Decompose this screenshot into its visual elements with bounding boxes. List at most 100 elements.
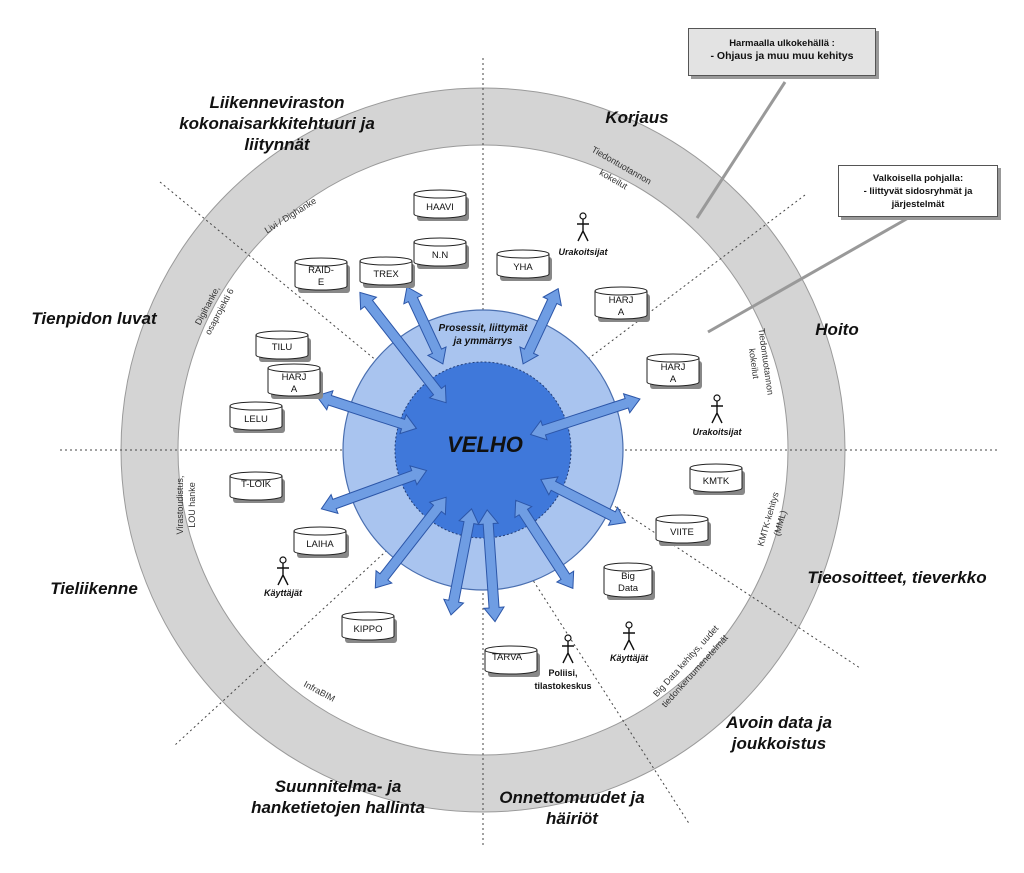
double-arrow-icon xyxy=(519,287,562,365)
system-haavi-label: HAAVI xyxy=(426,202,454,213)
system-trex[interactable]: TREX xyxy=(359,256,415,288)
database-icon xyxy=(655,514,711,546)
system-viite-label: VIITE xyxy=(670,527,694,538)
callout-white-line2: - liittyvät sidosryhmät ja xyxy=(863,186,973,197)
actor-urakoitsijat-1: Urakoitsijat xyxy=(558,212,609,257)
sector-avoin-line1: Avoin data ja xyxy=(725,713,832,732)
database-icon xyxy=(484,645,540,677)
system-harja-3[interactable]: HARJ A xyxy=(646,353,702,389)
system-cylinders: HAAVI N.N TREX RAID- E YHA HARJ A HARJ A xyxy=(229,189,745,677)
system-kippo-label: KIPPO xyxy=(353,624,382,635)
sector-suunnitelma-line1: Suunnitelma- ja xyxy=(275,777,402,796)
system-laiha[interactable]: LAIHA xyxy=(293,526,349,558)
database-icon xyxy=(255,330,311,362)
system-trex-label: TREX xyxy=(373,269,399,280)
database-icon xyxy=(359,256,415,288)
system-kmtk[interactable]: KMTK xyxy=(689,463,745,495)
system-harja-2-line2: A xyxy=(291,384,298,395)
center-subtitle-line2: ja ymmärrys xyxy=(452,336,513,347)
person-icon xyxy=(711,394,723,424)
system-kippo[interactable]: KIPPO xyxy=(341,611,397,643)
system-harja-1[interactable]: HARJ A xyxy=(594,286,650,322)
system-tarva[interactable]: TARVA xyxy=(484,645,540,677)
database-icon xyxy=(294,257,350,293)
ring-label-virastoudistus-b: LOU hanke xyxy=(187,482,197,528)
system-raide-label-line2: E xyxy=(318,277,324,288)
system-nn[interactable]: N.N xyxy=(413,237,469,269)
actor-poliisi-label-line2: tilastokeskus xyxy=(534,681,591,691)
actor-kayttajat-2-label: Käyttäjät xyxy=(610,653,649,663)
sector-liikennevirasto-line3: liitynnät xyxy=(244,135,311,154)
database-icon xyxy=(496,249,552,281)
double-arrow-icon xyxy=(442,508,480,616)
system-tarva-label: TARVA xyxy=(492,652,523,663)
person-icon xyxy=(562,634,574,664)
system-lelu[interactable]: LELU xyxy=(229,401,285,433)
system-harja-2[interactable]: HARJ A xyxy=(267,363,323,399)
system-bigdata-line2: Data xyxy=(618,583,639,594)
core-circle xyxy=(394,361,572,539)
system-raide-label-line1: RAID- xyxy=(308,265,334,276)
actor-urakoitsijat-2-label: Urakoitsijat xyxy=(692,427,742,437)
system-bigdata-line1: Big xyxy=(621,571,635,582)
system-tloik-label: T-LOIK xyxy=(241,479,272,490)
center-title: VELHO xyxy=(447,432,523,457)
system-yha[interactable]: YHA xyxy=(496,249,552,281)
sector-korjaus: Korjaus xyxy=(605,108,668,127)
double-arrow-icon xyxy=(540,476,627,526)
system-harja-3-line1: HARJ xyxy=(661,362,686,373)
database-icon xyxy=(293,526,349,558)
callout-white-line1: Valkoisella pohjalla: xyxy=(872,173,964,184)
system-nn-label: N.N xyxy=(432,250,449,261)
system-tloik[interactable]: T-LOIK xyxy=(229,471,285,503)
sector-avoin-line2: joukkoistus xyxy=(730,734,826,753)
actor-kayttajat-2: Käyttäjät xyxy=(610,621,649,663)
actor-kayttajat-1: Käyttäjät xyxy=(264,556,303,598)
double-arrow-icon xyxy=(320,465,428,515)
callout-grey-outer-ring: Harmaalla ulkokehällä : - Ohjaus ja muu … xyxy=(688,28,876,76)
sector-hoito: Hoito xyxy=(815,320,858,339)
database-icon xyxy=(267,363,323,399)
person-icon xyxy=(577,212,589,242)
double-arrow-icon xyxy=(514,499,575,590)
callout-grey-leader xyxy=(695,81,787,219)
double-arrow-icon xyxy=(374,496,447,589)
system-viite[interactable]: VIITE xyxy=(655,514,711,546)
system-kmtk-label: KMTK xyxy=(703,476,730,487)
actor-kayttajat-1-label: Käyttäjät xyxy=(264,588,303,598)
database-icon xyxy=(229,471,285,503)
person-icon xyxy=(623,621,635,651)
person-icon xyxy=(277,556,289,586)
system-haavi[interactable]: HAAVI xyxy=(413,189,469,221)
callout-white-line3: järjestelmät xyxy=(891,199,945,210)
callout-grey-line1: Harmaalla ulkokehällä : xyxy=(729,38,835,49)
database-icon xyxy=(594,286,650,322)
sector-liikennevirasto-line2: kokonaisarkkitehtuuri ja xyxy=(179,114,375,133)
database-icon xyxy=(229,401,285,433)
database-icon xyxy=(603,562,655,600)
system-laiha-label: LAIHA xyxy=(306,539,334,550)
system-tilu[interactable]: TILU xyxy=(255,330,311,362)
center-subtitle-line1: Prosessit, liittymät xyxy=(439,323,529,334)
database-icon xyxy=(689,463,745,495)
callout-grey-line2: - Ohjaus ja muu muu kehitys xyxy=(710,50,854,62)
sector-onnettomuudet-line1: Onnettomuudet ja xyxy=(499,788,644,807)
system-raide[interactable]: RAID- E xyxy=(294,257,350,293)
database-icon xyxy=(646,353,702,389)
sector-suunnitelma-line2: hanketietojen hallinta xyxy=(251,798,425,817)
system-harja-1-line1: HARJ xyxy=(609,295,634,306)
sector-onnettomuudet-line2: häiriöt xyxy=(546,809,599,828)
actor-urakoitsijat-2: Urakoitsijat xyxy=(692,394,743,437)
system-harja-3-line2: A xyxy=(670,374,677,385)
callout-white-background: Valkoisella pohjalla: - liittyvät sidosr… xyxy=(838,165,998,217)
callout-white-leader xyxy=(707,215,911,334)
sector-tieliikenne: Tieliikenne xyxy=(50,579,138,598)
system-bigdata[interactable]: Big Data xyxy=(603,562,655,600)
system-harja-2-line1: HARJ xyxy=(282,372,307,383)
connection-arrows xyxy=(315,286,641,623)
system-lelu-label: LELU xyxy=(244,414,268,425)
system-harja-1-line2: A xyxy=(618,307,625,318)
double-arrow-icon xyxy=(477,509,505,623)
ring-label-tiedontuotannon-2b: kokeilut xyxy=(747,348,761,380)
